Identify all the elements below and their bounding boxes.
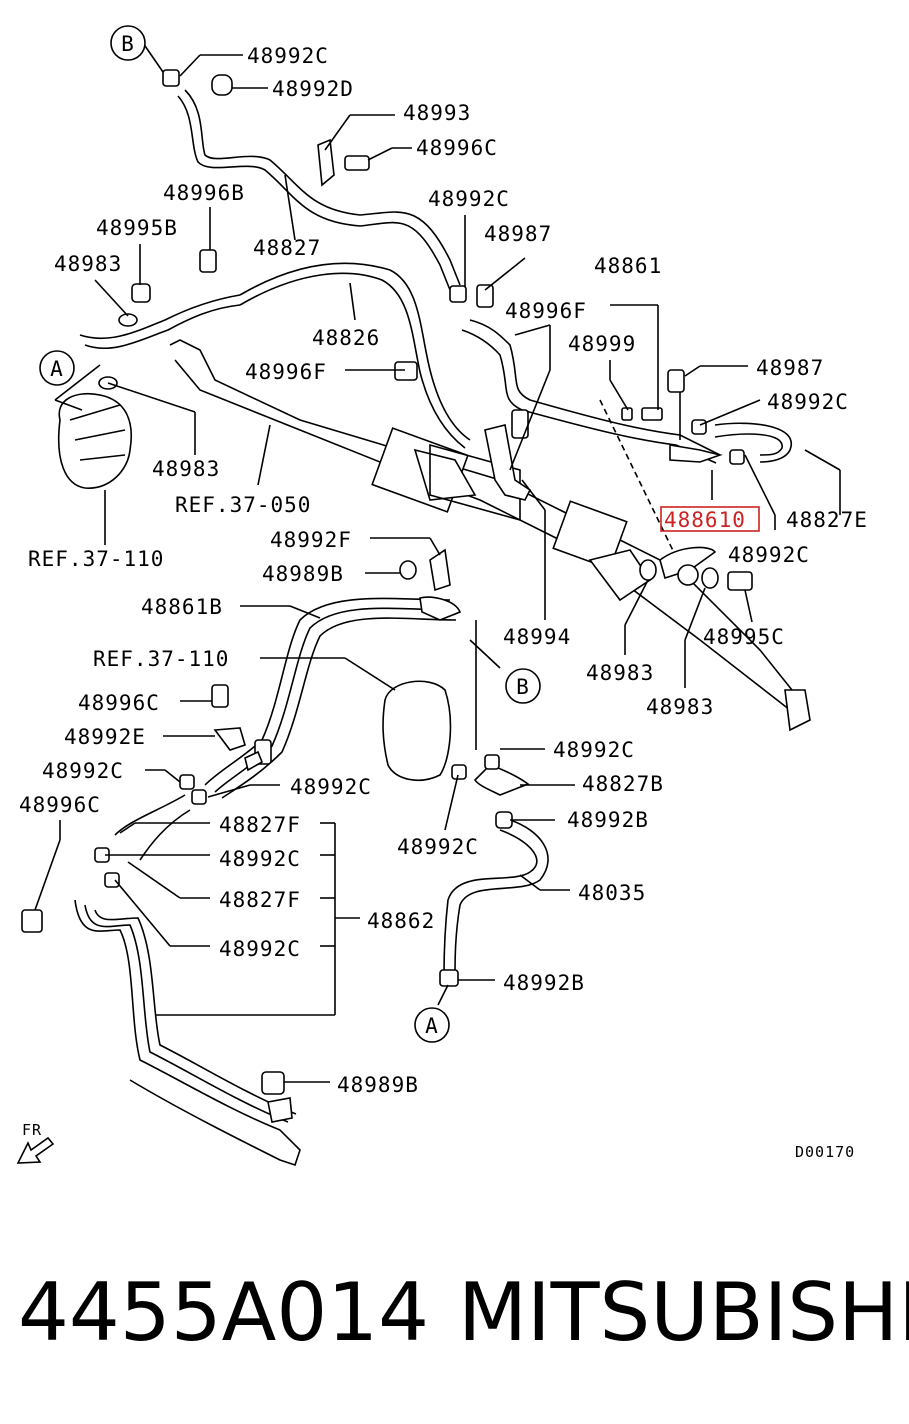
part-label: 48995B (96, 216, 178, 240)
bracket-48993 (317, 138, 335, 187)
part-label: 48993 (403, 101, 471, 125)
ref-label: REF.37-050 (175, 493, 311, 517)
part-label: 48999 (568, 332, 636, 356)
caption: 4455A014 MITSUBISHI (0, 1240, 909, 1380)
brand-name: MITSUBISHI (458, 1266, 909, 1359)
part-label: 48992C (219, 847, 301, 871)
part-label: 48989B (337, 1073, 419, 1097)
part-label: 48827 (253, 236, 321, 260)
front-arrow-icon (16, 1136, 55, 1164)
part-label: 48992B (503, 971, 585, 995)
part-label: 48992C (553, 738, 635, 762)
line-48826 (239, 262, 471, 441)
ref-label: REF.37-110 (93, 647, 229, 671)
clip-48992d (211, 74, 233, 96)
part-label: 48996C (19, 793, 101, 817)
part-label: 48983 (152, 457, 220, 481)
part-label: 48996F (245, 360, 327, 384)
clamp-48992c-top (162, 69, 180, 87)
hose-48827-edge (177, 95, 451, 291)
part-label: 48992C (397, 835, 479, 859)
part-label: 48995C (703, 625, 785, 649)
part-label: 48992C (767, 390, 849, 414)
callout-b-top-label: B (121, 32, 135, 56)
part-label: 48989B (262, 562, 344, 586)
ref-label: REF.37-110 (28, 547, 164, 571)
part-label: 48992E (64, 725, 146, 749)
callout-a-left-label: A (50, 357, 64, 381)
part-label: 48983 (586, 661, 654, 685)
part-label: 48992F (270, 528, 352, 552)
part-label: 48987 (484, 222, 552, 246)
part-label: 48992C (728, 543, 810, 567)
callout-b-mid (505, 668, 541, 704)
part-label: 48827F (219, 813, 301, 837)
bolt-48996b (199, 249, 217, 273)
part-number: 4455A014 (18, 1266, 429, 1359)
part-label: 48987 (756, 356, 824, 380)
callout-a-bottom (414, 1007, 450, 1043)
diagram-code: D00170 (795, 1143, 855, 1161)
part-label: 48996F (505, 299, 587, 323)
part-label: 48862 (367, 909, 435, 933)
part-label: 48827B (582, 772, 664, 796)
part-label: 48992C (247, 44, 329, 68)
part-label: 48826 (312, 326, 380, 350)
part-label: 48992C (290, 775, 372, 799)
part-label: 48992C (219, 937, 301, 961)
part-label: 48996C (78, 691, 160, 715)
part-label: 48992C (428, 187, 510, 211)
part-label: 48983 (646, 695, 714, 719)
callout-a-left (39, 350, 75, 386)
line-48826-edge (239, 272, 466, 449)
part-label: 48861B (141, 595, 223, 619)
part-label: 48992B (567, 808, 649, 832)
part-label: 48827E (786, 508, 868, 532)
part-label: 48992D (272, 77, 354, 101)
part-label: 48827F (219, 888, 301, 912)
part-label: 48861 (594, 254, 662, 278)
bolt-48996c (344, 155, 370, 171)
part-label: 48994 (503, 625, 571, 649)
part-label: 48996B (163, 181, 245, 205)
fr-label: FR (22, 1121, 42, 1139)
callout-b-top (110, 25, 146, 61)
highlighted-part-label: 488610 (664, 508, 746, 532)
part-label: 48992C (42, 759, 124, 783)
highlight-box (660, 506, 760, 532)
callout-b-mid-label: B (516, 675, 530, 699)
hose-48827 (184, 89, 461, 286)
part-label: 48035 (578, 881, 646, 905)
parts-diagram: B A B A 48992C 48992D 48993 48996C 48996… (16, 25, 868, 1167)
part-label: 48996C (416, 136, 498, 160)
callout-a-bottom-label: A (425, 1014, 439, 1038)
part-label: 48983 (54, 252, 122, 276)
